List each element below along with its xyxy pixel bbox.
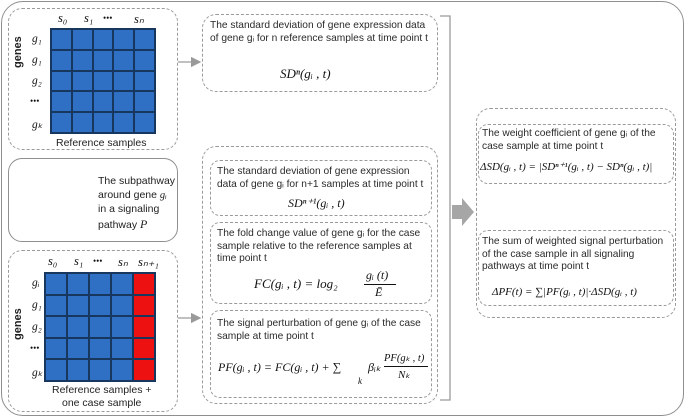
subpathway-gene: gᵢ: [159, 190, 167, 201]
case-col-label-0: s₀: [48, 254, 58, 268]
weighted-sum-formula: ΔPF(t) = ∑|PF(gᵢ , t)|∙ΔSD(gᵢ , t): [492, 286, 637, 298]
case-col-label-2: •••: [93, 256, 103, 266]
ref-col-label-0: s₀: [58, 11, 68, 25]
case-caption-line2: one case sample: [62, 397, 142, 409]
sd-reference-desc: The standard deviation of gene expressio…: [210, 20, 428, 44]
reference-samples-caption: Reference samples: [56, 137, 147, 149]
signal-perturbation-sum-sub: k: [358, 376, 362, 386]
subpathway-pathway-symbol: P: [140, 217, 148, 231]
fold-change-frac-bar: [364, 284, 396, 285]
ref-row-label-3: •••: [30, 96, 40, 106]
fold-change-formula: FC(gᵢ , t) = log₂: [254, 276, 338, 291]
signal-perturbation-beta: βᵢₖ: [368, 360, 381, 374]
ref-genes-axis-label: genes: [12, 36, 24, 68]
case-col-label-3: sₙ: [118, 255, 128, 269]
ref-col-label-2: •••: [103, 13, 113, 23]
fold-change-box: [210, 222, 432, 304]
reference-expression-matrix: [50, 28, 156, 134]
weight-coefficient-formula: ΔSD(gᵢ , t) = |SDⁿ⁺¹(gᵢ , t) − SDⁿ(gᵢ , …: [480, 161, 653, 173]
subpathway-text-line3: in a signaling: [98, 203, 160, 215]
fold-change-frac-num: gᵢ (t): [366, 268, 389, 282]
ref-row-label-1: g₁: [32, 54, 42, 66]
weight-coefficient-desc: The weight coefficient of gene gᵢ of the…: [482, 128, 656, 152]
ref-col-label-1: s₁: [84, 11, 94, 25]
fold-change-desc: The fold change value of gene gᵢ for the…: [217, 228, 421, 264]
sd-n-plus-1-box: [210, 160, 432, 216]
signal-perturbation-box: [210, 310, 432, 398]
sd-n-plus-1-formula: SDⁿ⁺¹(gᵢ , t): [288, 196, 345, 210]
sd-n-plus-1-desc: The standard deviation of gene expressio…: [217, 166, 424, 190]
weighted-sum-desc: The sum of weighted signal perturbation …: [482, 236, 664, 272]
ref-row-label-0: g₁: [32, 33, 42, 45]
big-right-arrow: [452, 198, 474, 226]
weight-coefficient-box: [478, 124, 674, 184]
ref-row-label-4: gₖ: [32, 119, 43, 131]
subpathway-panel: [8, 158, 178, 242]
bracket-right: [440, 15, 451, 401]
case-expression-matrix: [44, 272, 156, 382]
ref-row-label-2: g₂: [32, 75, 42, 87]
case-caption-line1: Reference samples +: [52, 384, 152, 396]
subpathway-text-line4: pathway P: [98, 217, 148, 231]
subpathway-text-line1: The subpathway: [98, 175, 176, 187]
case-row-label-4: gₖ: [32, 367, 43, 379]
sd-reference-box: [202, 14, 438, 92]
signal-perturbation-formula-left: PF(gᵢ , t) = FC(gᵢ , t) + ∑: [218, 360, 342, 374]
case-genes-axis-label: genes: [12, 308, 24, 340]
sd-reference-formula: SDⁿ(gᵢ , t): [280, 66, 331, 81]
weighted-sum-box: [478, 230, 674, 306]
case-col-label-1: s₁: [74, 254, 84, 268]
case-row-label-3: •••: [30, 343, 40, 353]
case-row-label-0: gᵢ: [32, 277, 40, 289]
case-row-label-1: g₁: [32, 299, 42, 311]
ref-col-label-3: sₙ: [134, 12, 144, 26]
subpathway-text-line2: around gene gᵢ: [98, 189, 167, 201]
fold-change-frac-den: Ē: [375, 285, 383, 299]
signal-perturbation-frac-den: Nₖ: [398, 369, 411, 381]
signal-perturbation-frac-num: PF(gₖ , t): [384, 353, 425, 364]
case-row-label-2: g₂: [32, 321, 42, 333]
signal-perturbation-desc: The signal perturbation of gene gᵢ of th…: [217, 318, 421, 342]
signal-perturbation-frac-bar: [384, 366, 428, 367]
case-col-label-4: sₙ₊₁: [138, 255, 159, 269]
